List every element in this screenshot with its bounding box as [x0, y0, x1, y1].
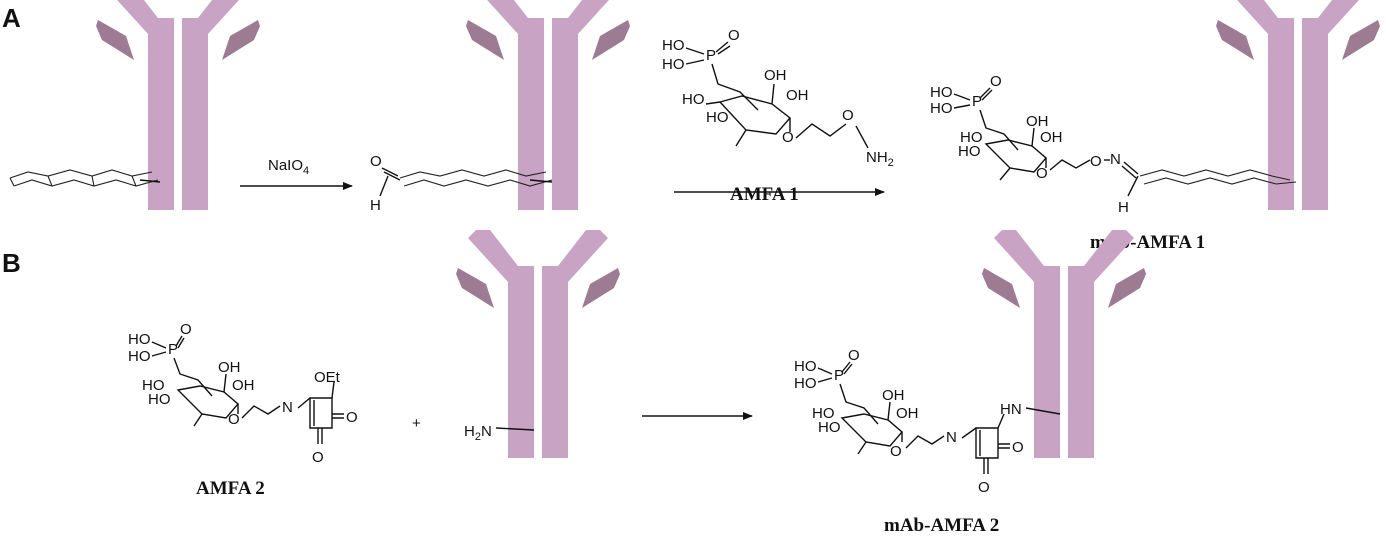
svg-text:HO: HO: [930, 100, 953, 117]
svg-text:O: O: [990, 73, 1002, 90]
svg-text:HO: HO: [930, 84, 953, 101]
amine-h2n: H2N: [464, 423, 492, 443]
svg-text:O: O: [180, 321, 192, 338]
svg-text:O: O: [228, 411, 240, 428]
svg-text:OH: OH: [764, 67, 787, 84]
svg-text:O: O: [1090, 153, 1102, 170]
svg-text:HO: HO: [128, 331, 151, 348]
amine-bond: [495, 427, 535, 431]
svg-text:O: O: [1012, 439, 1024, 456]
svg-text:HO: HO: [142, 377, 165, 394]
svg-text:HO: HO: [960, 129, 983, 146]
svg-text:O: O: [978, 479, 990, 496]
antibody-5: [982, 230, 1146, 458]
svg-text:HO: HO: [662, 37, 685, 54]
svg-text:N: N: [1110, 151, 1121, 168]
svg-text:OH: OH: [786, 87, 809, 104]
svg-text:O: O: [1036, 165, 1048, 182]
glycan-chain-1: [9, 169, 161, 187]
svg-text:HO: HO: [128, 348, 151, 365]
svg-text:OH: OH: [882, 387, 905, 404]
svg-text:O: O: [312, 449, 324, 466]
aldehyde-hydrogen: H: [370, 197, 381, 214]
antibody-3: [1216, 0, 1380, 210]
svg-text:OH: OH: [896, 405, 919, 422]
antibody-2: [466, 0, 630, 210]
panel-label-a: A: [2, 3, 21, 33]
svg-text:HO: HO: [818, 419, 841, 436]
svg-text:HO: HO: [148, 391, 171, 408]
mab-amfa2-structure: HO HO P O OH HO HO OH O N HN O O: [794, 347, 1061, 496]
ethoxy-group: OEt: [314, 369, 341, 386]
svg-text:OH: OH: [232, 377, 255, 394]
svg-text:P: P: [972, 93, 982, 110]
svg-text:O: O: [842, 107, 854, 124]
amfa1-structure: HO HO P O OH HO HO OH O O NH2: [662, 27, 894, 169]
amine-nh2: NH2: [866, 149, 894, 169]
svg-text:HO: HO: [682, 91, 705, 108]
label-amfa1: AMFA 1: [730, 184, 799, 205]
svg-text:P: P: [706, 47, 716, 64]
plus-sign: +: [412, 415, 421, 432]
label-mab-amfa2: mAb-AMFA 2: [884, 515, 999, 536]
svg-text:HO: HO: [958, 143, 981, 160]
svg-text:OH: OH: [1040, 129, 1063, 146]
amide-hn: HN: [1000, 401, 1022, 418]
svg-text:HO: HO: [794, 375, 817, 392]
oxidized-glycan-chain: [379, 167, 553, 197]
svg-text:HO: HO: [706, 109, 729, 126]
svg-text:O: O: [848, 347, 860, 364]
svg-text:O: O: [346, 409, 358, 426]
svg-text:HO: HO: [662, 56, 685, 73]
svg-text:O: O: [728, 27, 740, 44]
amfa2-structure: HO HO P O OH HO HO OH O N OEt O O: [128, 321, 358, 466]
svg-text:N: N: [282, 399, 293, 416]
svg-text:H: H: [1118, 199, 1129, 216]
antibody-1: [96, 0, 260, 210]
svg-text:OH: OH: [1026, 113, 1049, 130]
svg-text:HO: HO: [812, 405, 835, 422]
svg-text:O: O: [782, 129, 794, 146]
svg-text:HO: HO: [794, 358, 817, 375]
svg-text:N: N: [946, 429, 957, 446]
svg-text:OH: OH: [218, 359, 241, 376]
svg-text:O: O: [890, 443, 902, 460]
label-amfa2: AMFA 2: [196, 478, 265, 499]
aldehyde-oxygen: O: [370, 153, 382, 170]
svg-text:P: P: [168, 341, 178, 358]
mab-amfa1-structure: HO HO P O OH HO HO OH O O N H: [930, 73, 1297, 216]
reagent-periodate: NaIO4: [268, 157, 309, 177]
svg-text:P: P: [834, 367, 844, 384]
panel-label-b: B: [2, 248, 21, 278]
